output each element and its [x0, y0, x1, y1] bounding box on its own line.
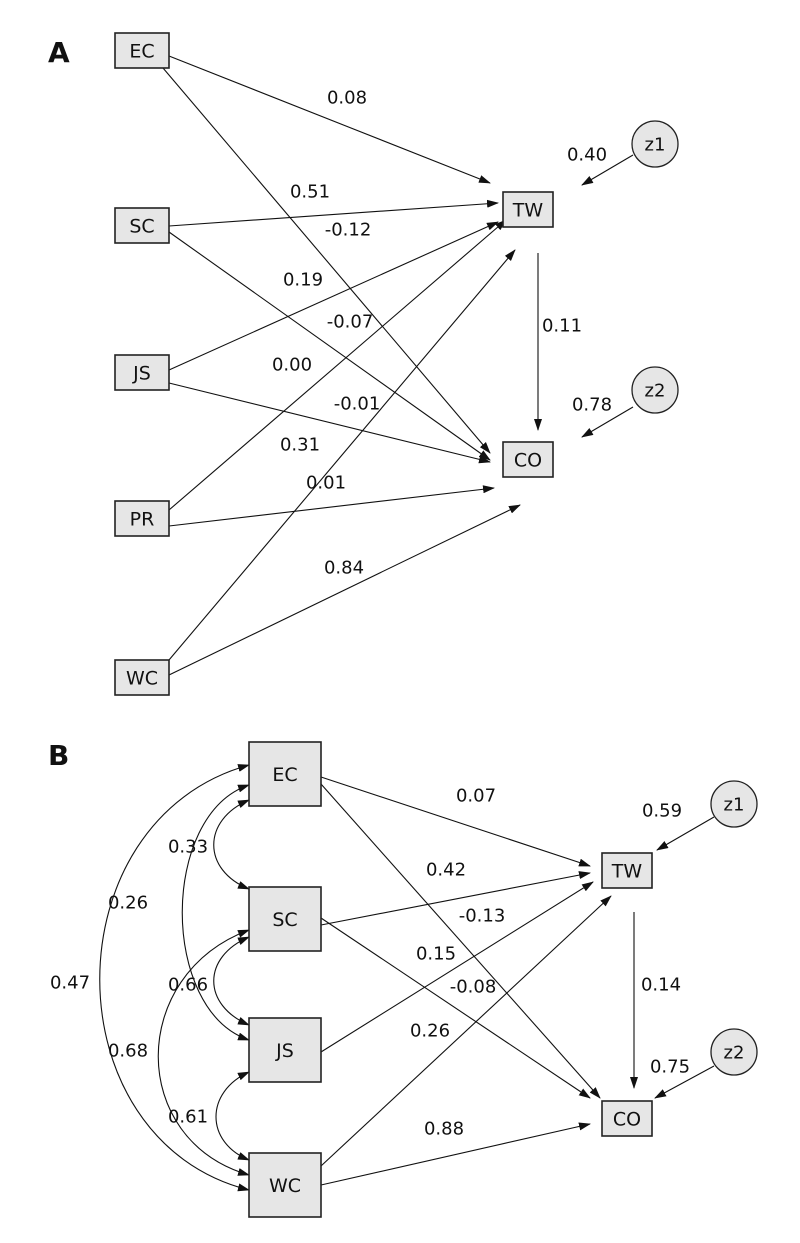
node-co-label: CO	[514, 450, 542, 472]
path-wc-to-co	[168, 504, 521, 676]
correlation-sc-js	[213, 936, 250, 1026]
coef-sc-to-tw: -0.13	[459, 906, 506, 927]
coef-wc-to-co: 0.88	[424, 1119, 464, 1140]
node-tw-box	[502, 191, 554, 228]
coef-z2-to-co: 0.75	[650, 1057, 690, 1078]
coef-z1-to-tw: 0.59	[642, 801, 682, 822]
path-wc-to-tw	[168, 249, 516, 661]
coef-ec-to-tw: 0.07	[456, 786, 496, 807]
coef-js-to-tw: 0.19	[283, 270, 323, 291]
node-js-box	[114, 354, 170, 391]
node-ec-label: EC	[129, 41, 154, 63]
coef-ec-to-tw: 0.08	[327, 88, 367, 109]
path-ec-to-tw	[320, 776, 591, 867]
corr-coef-sc-wc: 0.68	[108, 1041, 148, 1062]
corr-coef-ec-wc: 0.47	[50, 973, 90, 994]
error-z1-circle	[710, 780, 758, 828]
error-z1-circle	[631, 120, 679, 168]
coef-wc-to-tw: 0.31	[280, 435, 320, 456]
coef-js-to-tw: 0.15	[416, 944, 456, 965]
coef-z2-to-co: 0.78	[572, 395, 612, 416]
coef-sc-to-co: -0.07	[327, 312, 374, 333]
coef-wc-to-tw: 0.26	[410, 1021, 450, 1042]
path-wc-to-tw	[320, 895, 612, 1167]
path-pr-to-co	[168, 485, 495, 527]
coef-pr-to-tw: 0.00	[272, 355, 312, 376]
correlation-ec-js	[181, 784, 250, 1041]
coef-tw-to-co: 0.14	[641, 975, 681, 996]
coef-pr-to-co: 0.01	[306, 473, 346, 494]
node-tw-box	[601, 852, 653, 889]
path-wc-to-co	[320, 1122, 591, 1186]
error-z2-circle	[631, 366, 679, 414]
node-pr-label: PR	[130, 509, 155, 531]
path-js-to-tw	[320, 881, 594, 1053]
correlation-js-wc	[215, 1071, 250, 1161]
correlation-sc-wc	[157, 929, 250, 1176]
corr-coef-ec-js: 0.26	[108, 893, 148, 914]
panel-label: B	[48, 739, 69, 772]
path-z1-to-tw	[656, 816, 715, 851]
error-z2-label: z2	[645, 381, 666, 402]
node-wc-label: WC	[126, 668, 158, 690]
error-z2-label: z2	[724, 1043, 745, 1064]
corr-coef-js-wc: 0.61	[168, 1107, 208, 1128]
node-sc-box	[114, 207, 170, 244]
node-sc-box	[248, 886, 322, 952]
path-z2-to-co	[654, 1065, 715, 1099]
coef-js-to-co: -0.01	[334, 394, 381, 415]
node-wc-box	[114, 659, 170, 696]
node-co-box	[601, 1100, 653, 1137]
coef-sc-to-co: -0.08	[450, 977, 497, 998]
path-ec-to-co	[162, 67, 491, 454]
panel-label: A	[48, 36, 70, 69]
node-tw-label: TW	[512, 200, 544, 222]
node-co-label: CO	[613, 1109, 641, 1131]
coef-sc-to-tw: -0.12	[325, 220, 372, 241]
node-js-box	[248, 1017, 322, 1083]
node-tw-label: TW	[611, 861, 643, 883]
path-sc-to-co	[320, 917, 591, 1099]
coef-wc-to-co: 0.84	[324, 558, 364, 579]
corr-coef-sc-js: 0.66	[168, 975, 208, 996]
path-ec-to-co	[320, 783, 601, 1099]
node-pr-box	[114, 500, 170, 537]
panel-b: B EC SC JS WC TW CO z1 z2 0.07 0.42 -0.13 -0.08 0.15 0…	[48, 739, 758, 1218]
coef-z1-to-tw: 0.40	[567, 145, 607, 166]
node-ec-box	[248, 741, 322, 807]
path-sc-to-tw	[168, 199, 499, 227]
coef-tw-to-co: 0.11	[542, 316, 582, 337]
path-ec-to-tw	[168, 55, 491, 184]
error-z1-label: z1	[645, 135, 666, 156]
path-js-to-tw	[168, 221, 499, 371]
path-js-to-co	[168, 382, 491, 464]
error-z1-label: z1	[724, 795, 745, 816]
node-ec-label: EC	[272, 764, 297, 786]
correlation-ec-sc	[213, 799, 250, 890]
path-z1-to-tw	[581, 154, 634, 186]
correlation-ec-wc	[99, 764, 250, 1192]
node-ec-box	[114, 32, 170, 69]
path-sc-to-tw	[320, 871, 591, 926]
path-pr-to-tw	[168, 219, 507, 511]
node-sc-label: SC	[272, 909, 297, 931]
coef-ec-to-co: 0.42	[426, 860, 466, 881]
node-js-label: JS	[132, 363, 151, 385]
node-sc-label: SC	[129, 216, 154, 238]
node-wc-box	[248, 1152, 322, 1218]
path-z2-to-co	[581, 406, 634, 438]
error-z2-circle	[710, 1028, 758, 1076]
node-co-box	[502, 441, 554, 478]
path-sc-to-co	[168, 231, 491, 461]
node-js-label: JS	[275, 1040, 294, 1062]
coef-ec-to-co: 0.51	[290, 182, 330, 203]
node-wc-label: WC	[269, 1175, 301, 1197]
corr-coef-ec-sc: 0.33	[168, 837, 208, 858]
